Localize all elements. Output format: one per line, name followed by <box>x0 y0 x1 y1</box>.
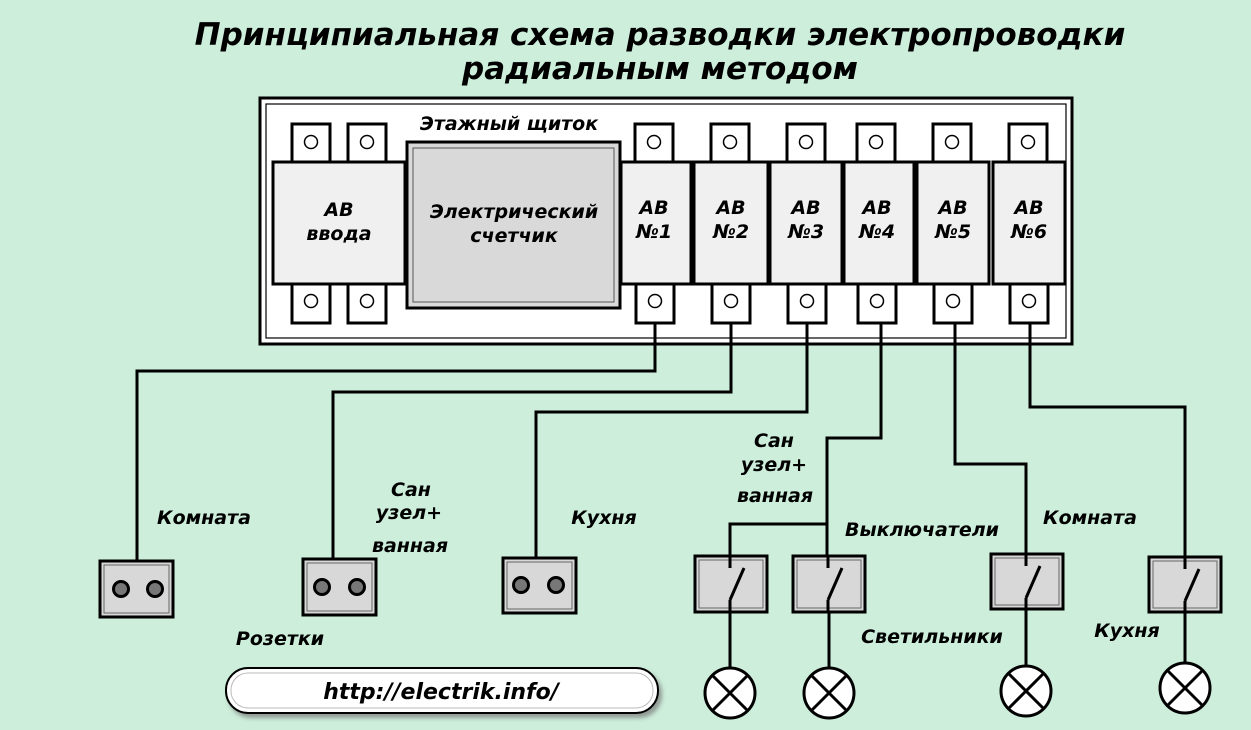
wire-circuit-6 <box>1028 323 1187 558</box>
socket-room <box>98 559 175 619</box>
label-room-socket: Комната <box>157 507 251 529</box>
terminal-icon <box>855 122 897 164</box>
switch-bathroom-2 <box>791 554 867 614</box>
floor-panel: Этажный щиток АВ ввода Электрический сче… <box>258 96 1074 346</box>
label-bath-socket-2: узел+ <box>376 502 442 524</box>
terminal-icon <box>346 281 388 325</box>
breaker-5: АВ №5 <box>915 122 991 325</box>
breaker-6: АВ №6 <box>991 122 1067 325</box>
socket-bathroom <box>301 557 378 617</box>
panel-label: Этажный щиток <box>420 113 599 135</box>
terminal-icon <box>346 122 388 164</box>
label-bath-socket-1: Сан <box>391 479 431 501</box>
breaker-2-label-1: АВ <box>714 197 745 219</box>
socket-icon <box>512 576 565 594</box>
switch-kitchen <box>1147 555 1223 614</box>
terminal-icon <box>634 281 676 325</box>
wire-circuit-5 <box>953 323 1028 555</box>
breaker-3-label-2: №3 <box>787 221 824 243</box>
switch-icon <box>1024 554 1042 609</box>
socket-icon <box>112 580 164 598</box>
label-room-light: Комната <box>1043 507 1137 529</box>
breaker-2: АВ №2 <box>692 122 770 325</box>
terminal-icon <box>932 281 974 325</box>
breaker-6-label-1: АВ <box>1012 197 1043 219</box>
terminal-icon <box>785 122 827 164</box>
lamp-icon <box>802 666 856 720</box>
terminal-icon <box>1008 281 1050 325</box>
switch-bathroom-1 <box>693 554 769 614</box>
electric-meter: Электрический счетчик <box>405 140 622 310</box>
wires <box>135 323 1187 668</box>
wire-circuit-2 <box>331 323 733 560</box>
breaker-1-label-1: АВ <box>637 197 668 219</box>
socket-icon <box>313 578 366 596</box>
switch-room <box>989 552 1065 611</box>
breaker-4-label-1: АВ <box>860 197 891 219</box>
terminal-icon <box>931 122 973 164</box>
meter-label-2: счетчик <box>470 225 559 247</box>
terminal-icon <box>290 281 332 325</box>
label-kitchen-light: Кухня <box>1094 620 1160 642</box>
terminal-icon <box>856 281 898 325</box>
terminal-icon <box>710 281 752 325</box>
title-line-1: Принципиальная схема разводки электропро… <box>195 17 1126 53</box>
url-banner[interactable]: http://electrik.info/ <box>225 667 659 714</box>
label-switches: Выключатели <box>845 519 999 541</box>
terminal-icon <box>709 122 751 164</box>
title-line-2: радиальным методом <box>461 51 858 87</box>
lamp-icon <box>1158 661 1212 715</box>
main-breaker-label-1: АВ <box>322 199 353 221</box>
breaker-1: АВ №1 <box>619 122 693 325</box>
wire-circuit-4-branch <box>728 522 827 557</box>
breaker-6-label-2: №6 <box>1010 221 1047 243</box>
label-kitchen-socket: Кухня <box>571 507 637 529</box>
label-bath-light-2: узел+ <box>741 454 807 476</box>
lamp-icon <box>703 666 757 720</box>
label-sockets: Розетки <box>236 628 324 650</box>
terminal-icon <box>633 122 675 164</box>
meter-label-1: Электрический <box>430 201 598 223</box>
breaker-1-label-2: №1 <box>635 221 672 243</box>
wire-circuit-4 <box>825 323 883 557</box>
switch-icon <box>728 556 746 612</box>
label-lamps: Светильники <box>861 626 1003 648</box>
wire-circuit-3 <box>534 323 809 560</box>
breaker-4: АВ №4 <box>842 122 916 325</box>
breaker-4-label-2: №4 <box>858 221 895 243</box>
main-breaker-label-2: ввода <box>306 223 371 245</box>
label-bath-light-1: Сан <box>754 430 794 452</box>
switch-icon <box>826 556 844 612</box>
label-bath-light-3: ванная <box>737 485 813 507</box>
terminal-icon <box>1007 122 1049 164</box>
switch-icon <box>1183 557 1201 612</box>
url-text[interactable]: http://electrik.info/ <box>323 680 561 705</box>
label-bath-socket-3: ванная <box>372 535 448 557</box>
terminal-icon <box>786 281 828 325</box>
breaker-5-label-2: №5 <box>934 221 971 243</box>
lamp-icon <box>999 664 1053 718</box>
breaker-5-label-1: АВ <box>936 197 967 219</box>
breaker-2-label-2: №2 <box>712 221 749 243</box>
wire-circuit-1 <box>135 323 657 562</box>
main-breaker: АВ ввода <box>271 122 407 325</box>
breaker-3: АВ №3 <box>768 122 844 325</box>
breaker-3-label-1: АВ <box>789 197 820 219</box>
socket-kitchen <box>501 556 578 615</box>
terminal-icon <box>290 122 332 164</box>
